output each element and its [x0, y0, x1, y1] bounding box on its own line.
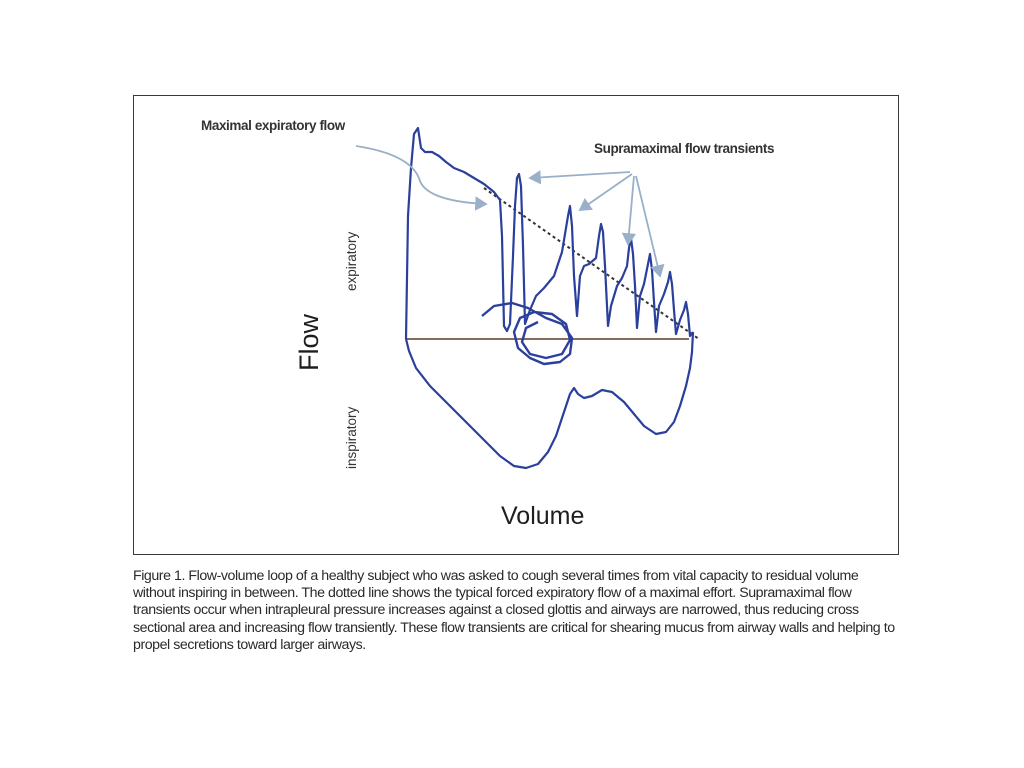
supramaximal-flow-transients-label: Supramaximal flow transients: [594, 141, 774, 156]
transient-arrow-3: [621, 175, 637, 246]
inspiratory-loop-trace: [404, 331, 695, 470]
transient-arrow-2: [578, 173, 633, 212]
maximal-expiratory-flow-label: Maximal expiratory flow: [201, 118, 346, 133]
volume-axis-label: Volume: [501, 502, 584, 530]
figure-caption: Figure 1. Flow-volume loop of a healthy …: [133, 568, 903, 654]
cough-loop-trace: [481, 301, 574, 366]
maximal-effort-dotted-line: [483, 187, 700, 340]
expiratory-label: expiratory: [344, 231, 359, 291]
transient-arrow-1: [528, 170, 631, 185]
flow-volume-diagram: Maximal expiratory flow Supramaximal flo…: [201, 118, 775, 530]
transient-arrow-4: [635, 175, 665, 278]
inspiratory-label: inspiratory: [344, 406, 359, 469]
caption-text: Figure 1. Flow-volume loop of a healthy …: [133, 568, 895, 653]
expiratory-flow-trace: [404, 126, 694, 340]
flow-axis-label: Flow: [294, 313, 324, 371]
figure-frame: Maximal expiratory flow Supramaximal flo…: [133, 95, 899, 555]
max-flow-arrow: [355, 145, 488, 211]
